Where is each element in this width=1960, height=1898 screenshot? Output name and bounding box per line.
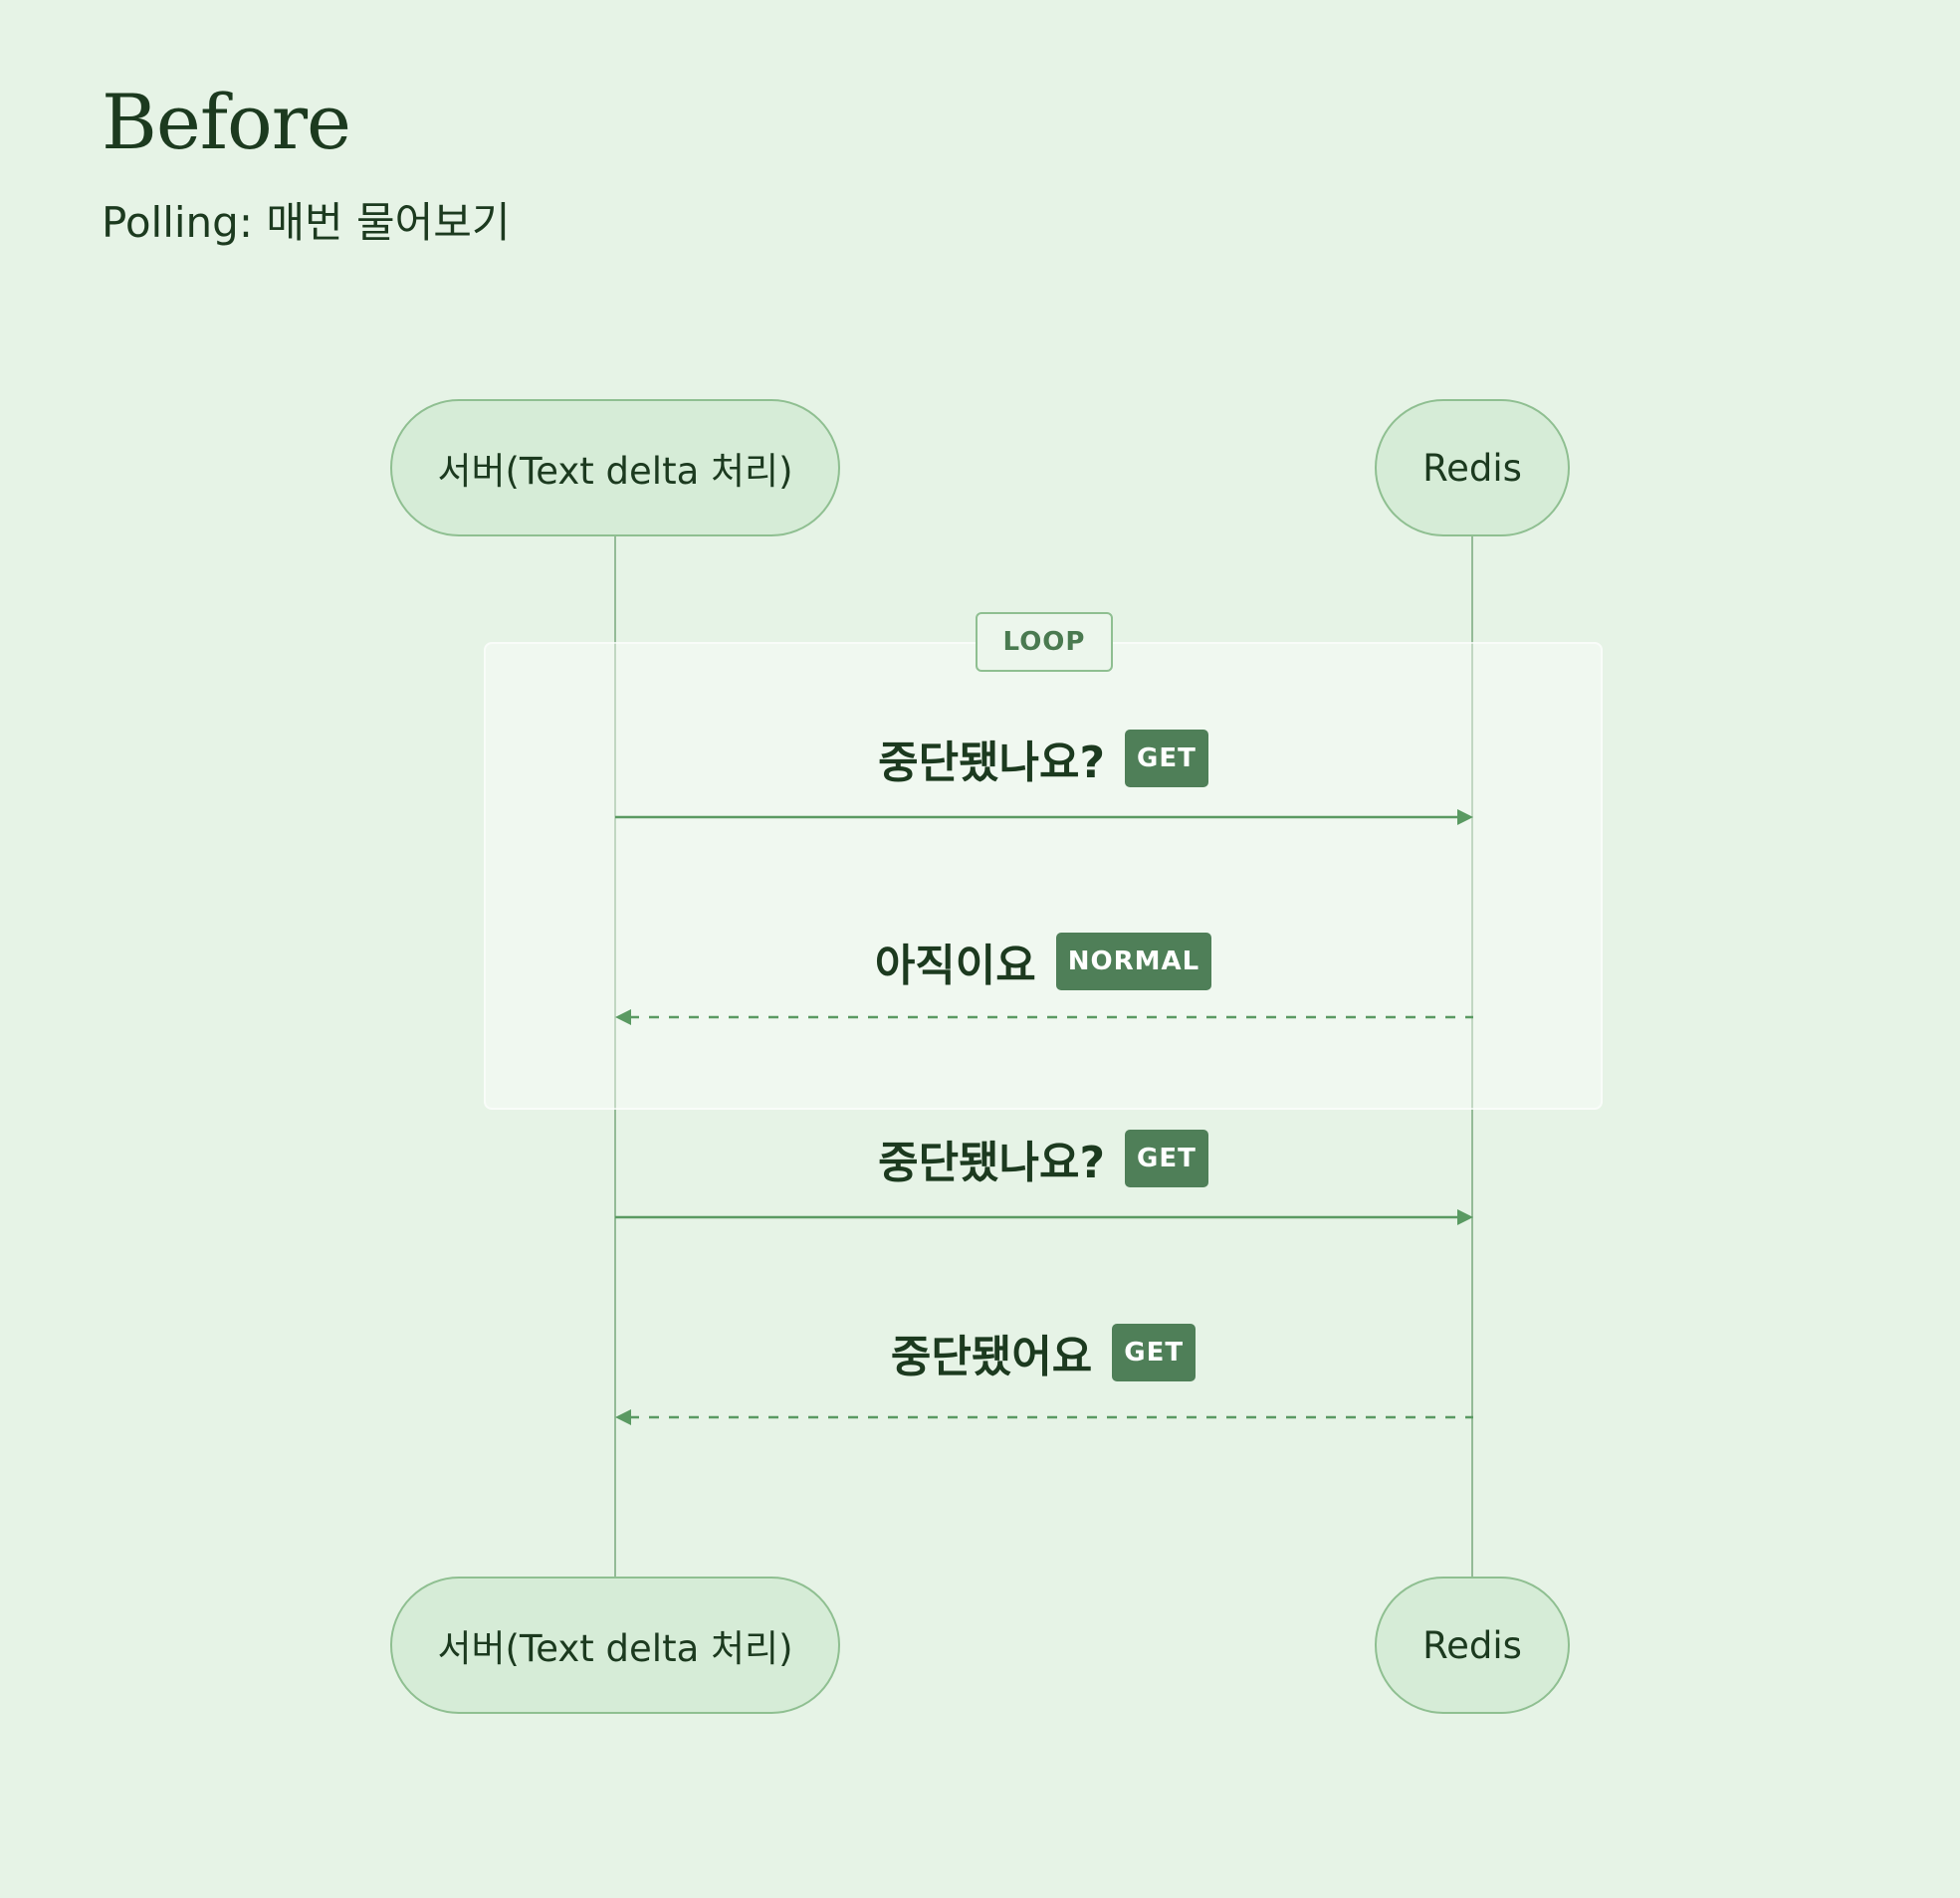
message-text: 중단됐나요? [878,1138,1106,1188]
message-text: 아직이요 [874,941,1036,991]
message-label-3: 중단됐나요? GET [484,1129,1603,1188]
loop-label: LOOP [976,612,1113,672]
page-subtitle: Polling: 매번 물어보기 [102,198,511,247]
participant-redis-bottom: Redis [1375,1577,1570,1714]
arrow-response-1 [615,1009,1473,1025]
page-title: Before [102,78,351,166]
arrow-request-2 [615,1209,1473,1225]
method-badge: NORMAL [1055,933,1212,990]
method-badge: GET [1125,730,1208,787]
participant-server-bottom: 서버(Text delta 처리) [390,1577,840,1714]
message-label-1: 중단됐나요? GET [484,729,1603,788]
loop-frame [484,642,1603,1110]
method-badge: GET [1112,1324,1197,1381]
message-label-4: 중단됐어요 GET [484,1323,1603,1382]
participant-redis-top: Redis [1375,399,1570,536]
method-badge: GET [1125,1130,1208,1187]
participant-server-top: 서버(Text delta 처리) [390,399,840,536]
lifeline-server [614,535,616,1579]
message-label-2: 아직이요 NORMAL [484,932,1603,991]
lifeline-redis [1471,535,1473,1579]
arrow-request-1 [615,809,1473,825]
arrow-response-2 [615,1409,1473,1425]
message-text: 중단됐어요 [890,1332,1093,1382]
message-text: 중단됐나요? [878,738,1106,788]
